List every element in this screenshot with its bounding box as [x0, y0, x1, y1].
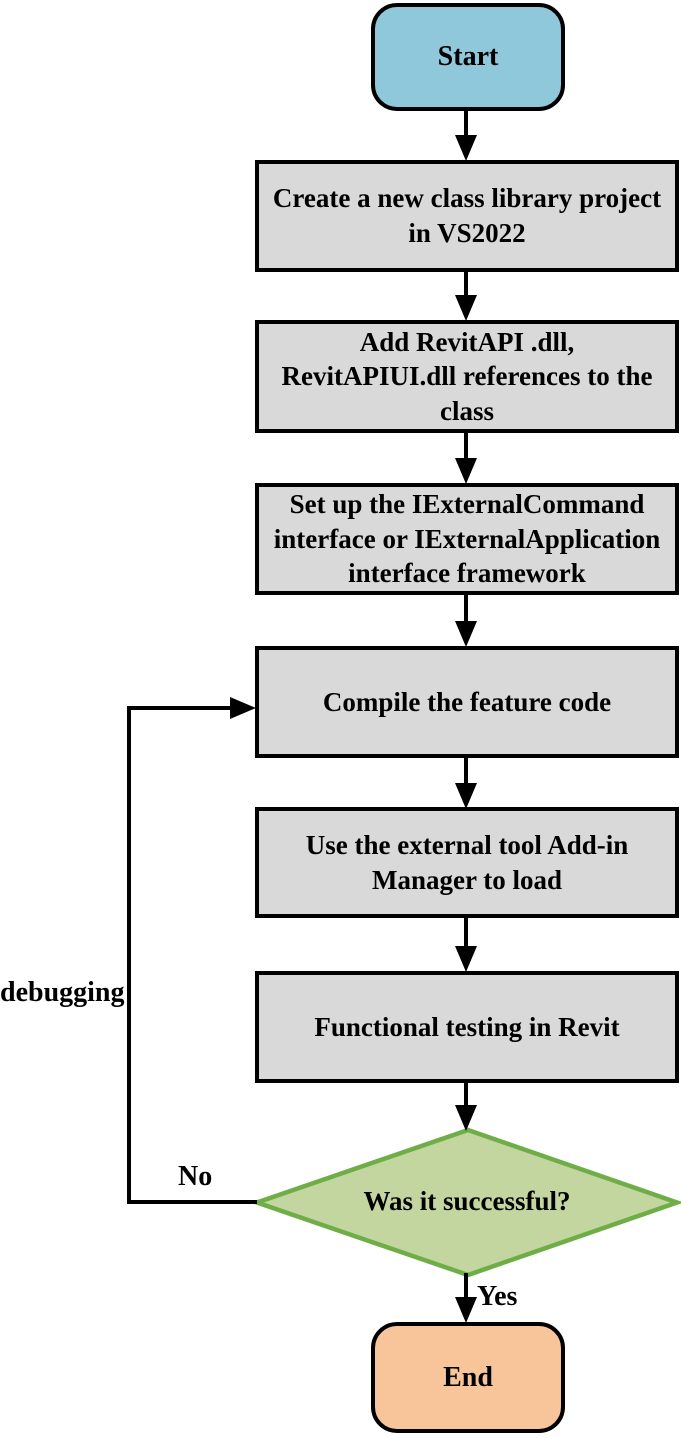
node-add-references-label: Add RevitAPI .dll, RevitAPIUI.dll refere…: [281, 326, 653, 426]
edge-label-yes: Yes: [477, 1281, 518, 1312]
node-create-project: Create a new class library project in VS…: [255, 160, 679, 272]
arrowhead-down-icon: [455, 458, 477, 484]
arrowhead-down-icon: [455, 1105, 477, 1131]
connector-compile-to-manager: [455, 756, 477, 809]
node-functional-testing: Functional testing in Revit: [255, 971, 679, 1083]
arrowhead-right-icon: [230, 697, 256, 719]
arrowhead-down-icon: [455, 621, 477, 647]
connector-start-to-create: [455, 109, 477, 161]
connector-interface-to-compile: [455, 593, 477, 647]
node-addin-manager-load: Use the external tool Add-in Manager to …: [255, 807, 679, 918]
arrowhead-down-icon: [455, 135, 477, 161]
edge-label-no: No: [178, 1161, 213, 1192]
edge-label-debugging: debugging: [0, 977, 125, 1008]
node-compile-code: Compile the feature code: [255, 646, 679, 758]
node-start-label: Start: [437, 41, 499, 73]
node-add-references: Add RevitAPI .dll, RevitAPIUI.dll refere…: [255, 320, 679, 433]
node-end-label: End: [443, 1361, 493, 1393]
arrowhead-down-icon: [455, 295, 477, 321]
node-start: Start: [371, 3, 565, 111]
node-setup-interface: Set up the IExternalCommand interface or…: [255, 483, 679, 595]
connector-manager-to-testing: [455, 916, 477, 972]
node-decision-label: Was it successful?: [363, 1186, 571, 1216]
connector-references-to-interface: [455, 431, 477, 484]
node-addin-manager-load-label: Use the external tool Add-in Manager to …: [305, 829, 629, 895]
arrowhead-down-icon: [455, 946, 477, 972]
connector-no-loop-to-compile: [127, 697, 257, 1204]
arrowhead-down-icon: [455, 783, 477, 809]
node-compile-code-label: Compile the feature code: [322, 686, 612, 717]
node-create-project-label: Create a new class library project in VS…: [272, 183, 662, 248]
connector-decision-to-end: [455, 1273, 477, 1323]
connector-create-to-references: [455, 270, 477, 321]
connector-testing-to-decision: [455, 1081, 477, 1131]
node-end: End: [371, 1322, 565, 1433]
node-setup-interface-label: Set up the IExternalCommand interface or…: [273, 489, 661, 589]
node-functional-testing-label: Functional testing in Revit: [314, 1011, 620, 1042]
arrowhead-down-icon: [455, 1297, 477, 1323]
